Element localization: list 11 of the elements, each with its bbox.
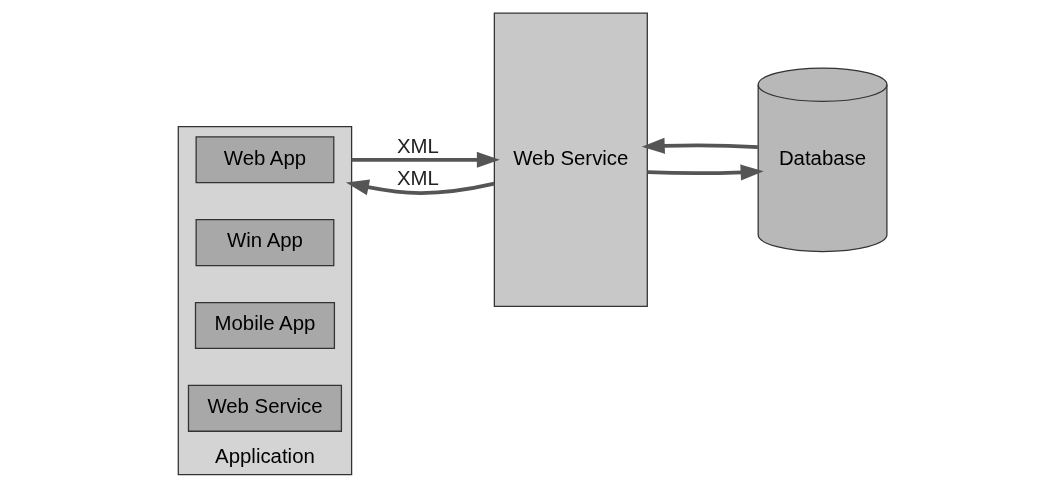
node-box: Mobile App <box>194 301 335 350</box>
edge-label: XML <box>396 167 439 190</box>
node-box: Web Service <box>187 384 342 432</box>
arrow <box>345 179 495 196</box>
node-box: Win App <box>195 219 334 267</box>
arrow <box>641 137 758 154</box>
arrow <box>646 164 764 181</box>
node-box: Web App <box>195 136 334 184</box>
node-box: Web Service <box>493 12 648 307</box>
arrow <box>351 151 500 168</box>
edge-label: XML <box>396 135 439 158</box>
